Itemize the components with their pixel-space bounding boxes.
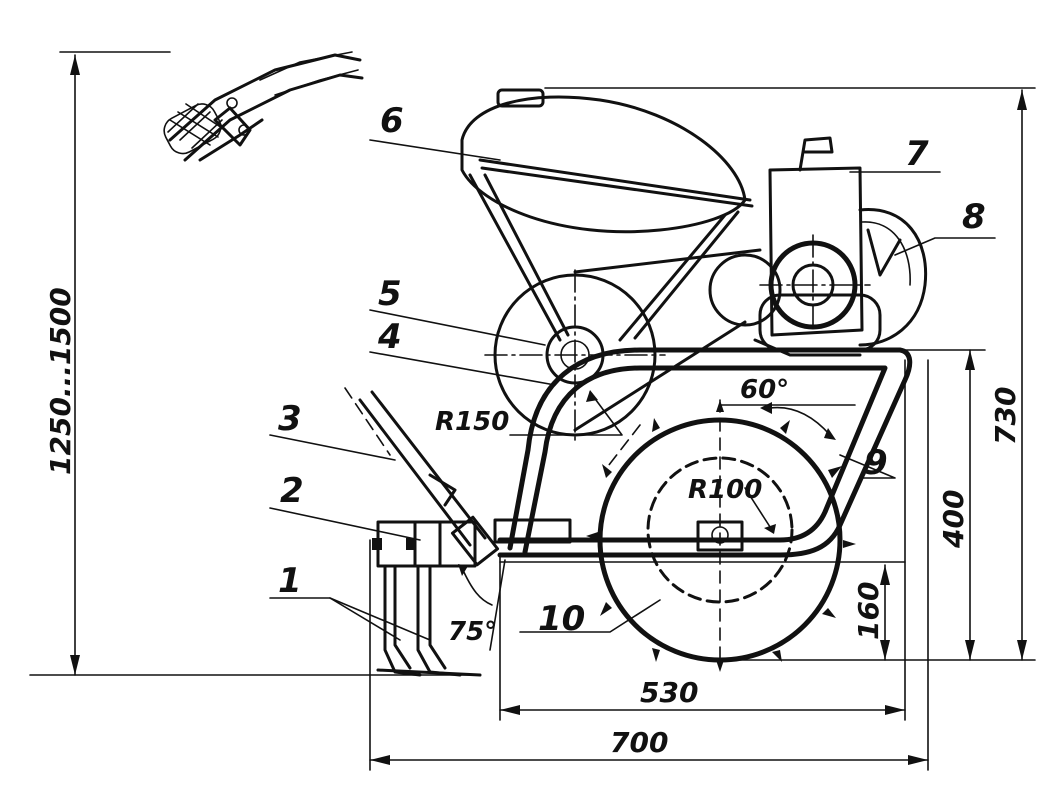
dim-width-700: 700 — [610, 726, 668, 759]
dim-radius-150: R150 — [435, 407, 509, 437]
dim-radius-100: R100 — [688, 475, 762, 505]
belt-guard — [858, 208, 928, 347]
frame-tube — [497, 347, 913, 558]
callout-1: 1 — [278, 561, 302, 601]
callout-2: 2 — [280, 471, 304, 511]
callout-5: 5 — [378, 274, 402, 314]
dim-width-530: 530 — [640, 676, 698, 709]
seed-meter — [344, 387, 500, 568]
callout-leaders — [269, 139, 996, 641]
dimension-lines — [29, 51, 1036, 771]
dim-height-400: 400 — [937, 490, 970, 549]
callout-6: 6 — [380, 101, 404, 141]
callout-9: 9 — [864, 443, 888, 483]
engine — [708, 136, 882, 357]
callout-8: 8 — [962, 197, 986, 237]
dim-height-730: 730 — [989, 387, 1022, 445]
callout-4: 4 — [377, 317, 402, 357]
dim-angle-60: 60° — [740, 375, 789, 405]
dim-angle-75: 75° — [448, 617, 497, 647]
handle-grip — [163, 51, 364, 162]
callout-10: 10 — [538, 599, 585, 639]
hopper-tank — [460, 88, 754, 342]
callout-7: 7 — [905, 134, 929, 174]
furrow-openers — [376, 518, 572, 677]
dim-height-range: 1250...1500 — [44, 287, 77, 475]
callout-3: 3 — [278, 399, 302, 439]
dim-height-160: 160 — [852, 582, 885, 640]
drive-belt — [573, 248, 762, 432]
pulley — [484, 269, 666, 441]
drive-wheel — [586, 399, 856, 672]
